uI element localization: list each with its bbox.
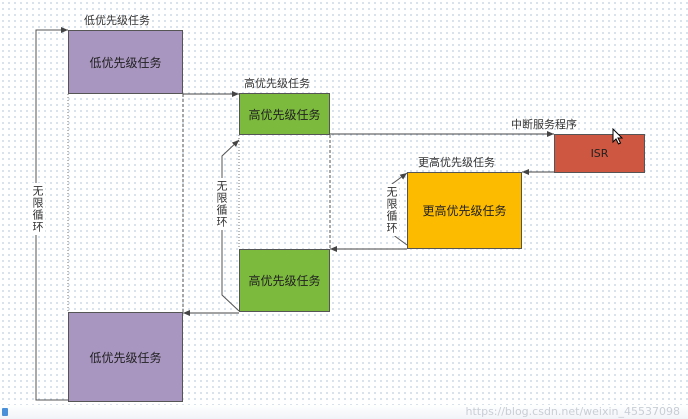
high-priority-task-box-bottom: 高优先级任务 — [239, 249, 330, 312]
mouse-cursor-icon — [612, 128, 624, 145]
low-priority-task-label: 低优先级任务 — [84, 14, 150, 27]
low-priority-task-box-bottom: 低优先级任务 — [68, 312, 183, 402]
outer-loop-label: 无限循环 — [29, 183, 45, 235]
higher-priority-task-box: 更高优先级任务 — [407, 172, 522, 249]
isr-box: ISR — [554, 134, 645, 173]
higher-priority-task-label: 更高优先级任务 — [418, 156, 495, 169]
middle-loop-label: 无限循环 — [213, 178, 229, 230]
inner-loop-label: 无限循环 — [383, 184, 399, 236]
low-priority-task-box-top: 低优先级任务 — [68, 30, 183, 94]
bottom-bar — [0, 405, 688, 419]
high-priority-task-box-top: 高优先级任务 — [239, 93, 330, 135]
interrupt-service-label: 中断服务程序 — [511, 118, 577, 131]
watermark-text: https://blog.csdn.net/weixin_45537098 — [465, 405, 680, 418]
scroll-indicator[interactable] — [2, 408, 8, 416]
high-priority-task-label: 高优先级任务 — [244, 77, 310, 90]
